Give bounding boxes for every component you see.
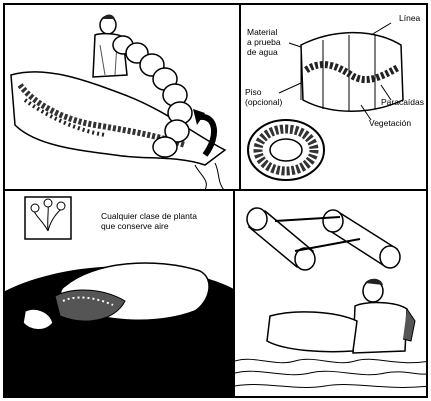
plant-caption: Cualquier clase de planta que conserve a… xyxy=(101,211,197,231)
ring-float xyxy=(248,120,324,180)
bundle-float-drawing xyxy=(5,5,241,191)
panel-float-cross-section: Línea Material a prueba de agua Piso (op… xyxy=(239,3,428,191)
wave-line-3 xyxy=(235,385,428,388)
label-vegetacion: Vegetación xyxy=(369,118,411,128)
log-raft xyxy=(247,208,400,270)
panel-bundle-float xyxy=(3,3,241,191)
label-linea: Línea xyxy=(399,13,420,23)
spread-cloth xyxy=(11,72,225,165)
pointer-material xyxy=(289,43,301,47)
panel-log-raft xyxy=(233,189,428,398)
log-raft-drawing xyxy=(235,191,428,398)
swimmer-figure xyxy=(267,279,415,353)
label-piso: Piso (opcional) xyxy=(245,87,282,107)
label-material: Material a prueba de agua xyxy=(247,27,281,57)
pointer-linea xyxy=(371,23,391,35)
label-paracaidas: Paracaídas xyxy=(381,97,424,107)
wave-line-1 xyxy=(235,359,428,362)
floating-body xyxy=(267,312,357,352)
wave-line-2 xyxy=(235,371,428,374)
panel-plant-float: Cualquier clase de planta que conserve a… xyxy=(3,189,235,398)
cords xyxy=(195,163,225,191)
